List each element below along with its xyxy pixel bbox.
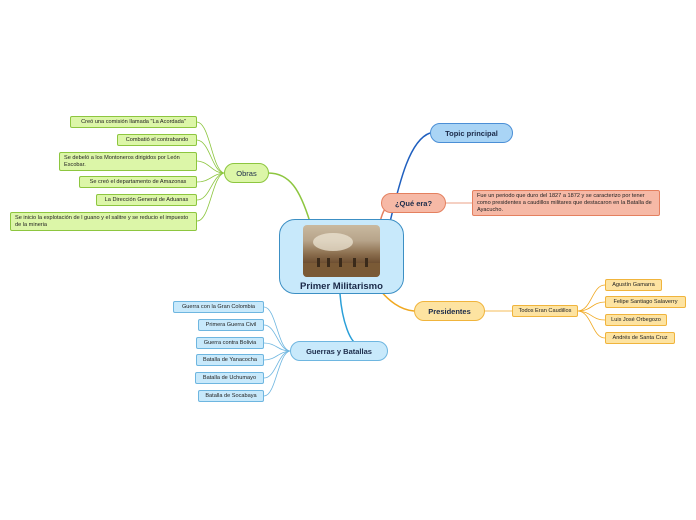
- guerra-item[interactable]: Primera Guerra Civil: [198, 319, 264, 331]
- presidente-item[interactable]: Luis José Orbegozo: [605, 314, 667, 326]
- presidente-item[interactable]: Agustín Gamarra: [605, 279, 662, 291]
- presidentes-summary[interactable]: Todos Eran Caudillos: [512, 305, 578, 317]
- presidente-item[interactable]: Felipe Santiago Salaverry: [605, 296, 686, 308]
- obras-item[interactable]: Se debeló a los Montoneros dirigidos por…: [59, 152, 197, 171]
- obras-node[interactable]: Obras: [224, 163, 269, 183]
- presidentes-node[interactable]: Presidentes: [414, 301, 485, 321]
- obras-item[interactable]: Combatió el contrabando: [117, 134, 197, 146]
- root-node[interactable]: Primer Militarismo: [279, 219, 404, 294]
- guerras-node[interactable]: Guerras y Batallas: [290, 341, 388, 361]
- battle-image: [303, 225, 380, 277]
- obras-item[interactable]: Se inicio la explotación de l guano y el…: [10, 212, 197, 231]
- que-era-description[interactable]: Fue un periodo que duro del 1827 a 1872 …: [472, 190, 660, 216]
- obras-item[interactable]: Se creó el departamento de Amazonas: [79, 176, 197, 188]
- guerra-item[interactable]: Guerra con la Gran Colombia: [173, 301, 264, 313]
- root-title: Primer Militarismo: [300, 281, 383, 292]
- presidente-item[interactable]: Andrés de Santa Cruz: [605, 332, 675, 344]
- que-era-node[interactable]: ¿Qué era?: [381, 193, 446, 213]
- obras-item[interactable]: La Dirección General de Aduanas: [96, 194, 197, 206]
- topic-principal-node[interactable]: Topic principal: [430, 123, 513, 143]
- guerra-item[interactable]: Batalla de Yanacocha: [196, 354, 264, 366]
- link-obras: [267, 172, 311, 223]
- guerra-item[interactable]: Batalla de Uchumayo: [195, 372, 264, 384]
- guerra-item[interactable]: Guerra contra Bolivia: [196, 337, 264, 349]
- obras-item[interactable]: Creó una comisión llamada "La Acordada": [70, 116, 197, 128]
- guerra-item[interactable]: Batalla de Socabaya: [198, 390, 264, 402]
- link-guerras: [339, 293, 361, 346]
